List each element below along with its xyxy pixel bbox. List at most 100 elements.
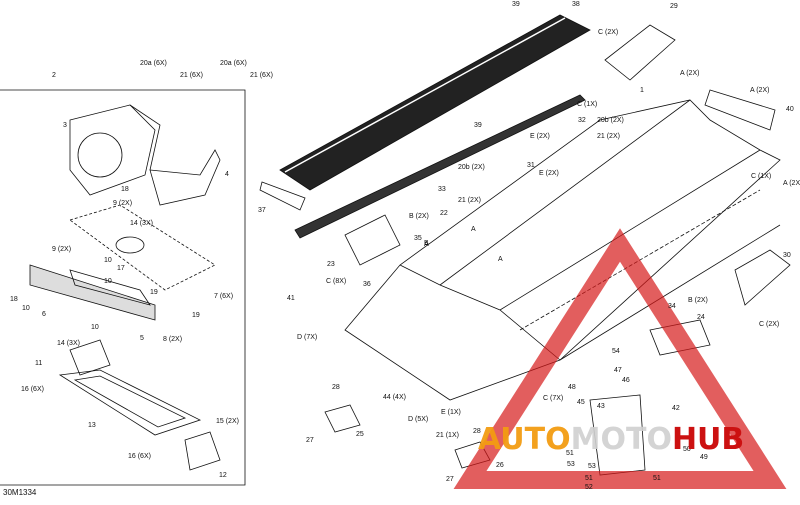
- callout-37: 37: [258, 207, 266, 214]
- callout-2: 2: [52, 72, 56, 79]
- callout-51b: 51: [585, 475, 593, 482]
- callout-3: 3: [63, 122, 67, 129]
- callout-50: 50: [683, 446, 691, 453]
- part-38-panel: [279, 14, 591, 191]
- part-6-plate: [29, 264, 156, 321]
- callout-36: 36: [363, 281, 371, 288]
- callout-39-top: 39: [512, 1, 520, 8]
- callout-8: 8 (2X): [163, 336, 183, 343]
- callout-10a: 10: [104, 257, 112, 264]
- callout-10b: 10: [104, 278, 112, 285]
- callout-18b: 18: [10, 296, 18, 303]
- callout-21-right: 21 (6X): [250, 72, 273, 79]
- callout-20b-top: 20b (2X): [597, 117, 624, 124]
- callout-43: 43: [597, 403, 605, 410]
- callout-48: 48: [568, 384, 576, 391]
- callout-A-2x-b: A (2X): [750, 87, 770, 94]
- callout-53b: 53: [588, 463, 596, 470]
- callout-26: 26: [496, 462, 504, 469]
- callout-47: 47: [614, 367, 622, 374]
- callout-21-left: 21 (6X): [180, 72, 203, 79]
- part-19-plate: [69, 204, 216, 291]
- part-3-housing: [69, 104, 156, 196]
- group-bracket-2: [0, 89, 246, 486]
- part-25: [324, 404, 361, 433]
- callout-38: 38: [572, 1, 580, 8]
- callout-51a: 51: [566, 450, 574, 457]
- callout-4: 4: [225, 171, 229, 178]
- callout-C-7x: C (7X): [543, 395, 564, 402]
- callout-46: 46: [622, 377, 630, 384]
- callout-C-2x-b: C (2X): [759, 321, 780, 328]
- part-30: [734, 249, 791, 306]
- callout-16b: 16 (6X): [128, 453, 151, 460]
- callout-D-5x: D (5X): [408, 416, 429, 423]
- part-33-rail: [294, 94, 586, 239]
- part-19-oval: [115, 236, 145, 254]
- callout-40: 40: [786, 106, 794, 113]
- callout-19a: 19: [150, 289, 158, 296]
- part-1-tunnel: [344, 99, 781, 401]
- part-4-bracket: [149, 149, 221, 206]
- callout-42: 42: [672, 405, 680, 412]
- callout-C-1x-a: C (1X): [577, 101, 598, 108]
- callout-39-mid: 39: [474, 122, 482, 129]
- callout-A-1: A: [471, 226, 476, 233]
- callout-17: 17: [117, 265, 125, 272]
- callout-27b: 27: [446, 476, 454, 483]
- callout-53a: 53: [567, 461, 575, 468]
- callout-15: 15 (2X): [216, 418, 239, 425]
- callout-B: B: [424, 240, 429, 247]
- callout-10d: 10: [91, 324, 99, 331]
- callout-1: 1: [640, 87, 644, 94]
- callout-44: 44 (4X): [383, 394, 406, 401]
- callout-21-1x: 21 (1X): [436, 432, 459, 439]
- callout-52: 52: [585, 484, 593, 491]
- callout-C-1x-b: C (1X): [751, 173, 772, 180]
- watermark-part3: HUB: [671, 422, 745, 457]
- callout-41: 41: [287, 295, 295, 302]
- callout-C-2x-a: C (2X): [598, 29, 619, 36]
- part-5: [69, 269, 151, 306]
- callout-28a: 28: [332, 384, 340, 391]
- callout-E-1x: E (1X): [441, 409, 461, 416]
- callout-A-2: A: [424, 241, 429, 248]
- callout-33: 33: [438, 186, 446, 193]
- part-37: [259, 181, 306, 211]
- callout-C-8x: C (8X): [326, 278, 347, 285]
- part-13-frame: [58, 369, 202, 436]
- callout-10c: 10: [22, 305, 30, 312]
- part-42: [589, 394, 646, 476]
- watermark-part1: AUTO: [478, 422, 571, 457]
- callout-20a-right: 20a (6X): [220, 60, 247, 67]
- callout-29: 29: [670, 3, 678, 10]
- part-12: [184, 431, 221, 471]
- callout-49: 49: [700, 454, 708, 461]
- callout-14a: 14 (3X): [130, 220, 153, 227]
- callout-16a: 16 (6X): [21, 386, 44, 393]
- watermark-text: AUTOMOTOHUB: [478, 422, 744, 457]
- callout-23: 23: [327, 261, 335, 268]
- callout-9a: 9 (2X): [113, 200, 133, 207]
- part-29: [604, 24, 676, 81]
- callout-35: 35: [414, 235, 422, 242]
- watermark-triangle-logo: [453, 228, 787, 489]
- callout-9b: 9 (2X): [52, 246, 72, 253]
- callout-22: 22: [440, 210, 448, 217]
- callout-B-2x-a: B (2X): [409, 213, 429, 220]
- callout-27a: 27: [306, 437, 314, 444]
- callout-A-2x-a: A (2X): [680, 70, 700, 77]
- callout-B-2x-b: B (2X): [688, 297, 708, 304]
- callout-20a-left: 20a (6X): [140, 60, 167, 67]
- part-23: [344, 214, 401, 266]
- callout-45: 45: [577, 399, 585, 406]
- callout-14b: 14 (3X): [57, 340, 80, 347]
- running-board-right: [559, 224, 781, 361]
- part-40: [704, 89, 776, 131]
- callout-19b: 19: [192, 312, 200, 319]
- callout-12: 12: [219, 472, 227, 479]
- callout-34: 34: [668, 303, 676, 310]
- callout-30: 30: [783, 252, 791, 259]
